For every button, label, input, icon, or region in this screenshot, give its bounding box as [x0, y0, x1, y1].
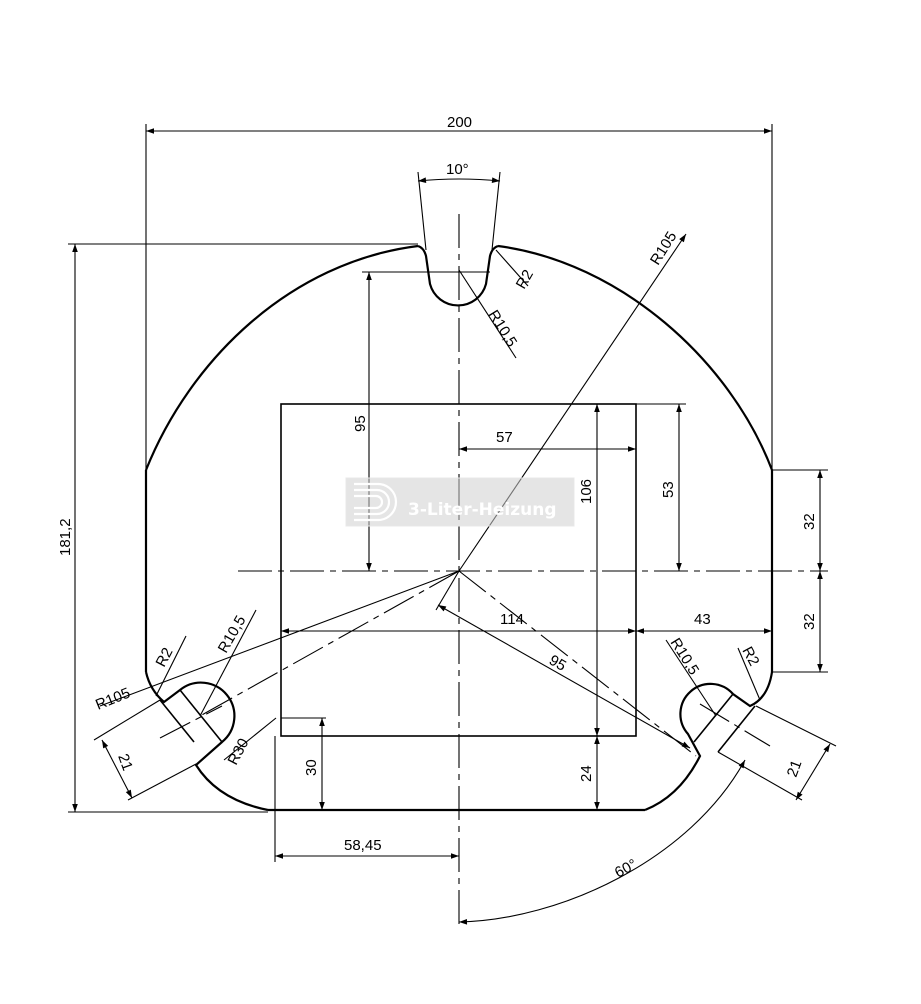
outer-arc-left	[144, 244, 419, 471]
dim-left-notch-radius: R10,5	[215, 613, 250, 656]
right-lower-corner	[644, 671, 774, 812]
dim-left-slot-width: 21	[114, 752, 136, 773]
dim-notch-radius: R10,5	[485, 307, 521, 350]
slot-outlines	[159, 689, 756, 753]
dim-overall-height: 181,2	[57, 518, 74, 556]
dim-notch-depth: 95	[352, 415, 369, 432]
dim-side-flat-top: 32	[801, 513, 818, 530]
left-lower-corner	[144, 671, 269, 812]
dim-outer-radius: R105	[647, 229, 680, 268]
dim-left-corner-radius: R2	[153, 645, 177, 670]
dim-bottom-angle: 60°	[612, 856, 640, 882]
dim-bottom-gap: 24	[578, 765, 595, 782]
dim-side-flat-bottom: 32	[801, 613, 818, 630]
watermark: 3-Liter-Heizung	[345, 477, 575, 527]
dim-inner-half-width: 57	[496, 429, 513, 446]
dim-side-depth: 43	[694, 611, 711, 628]
dim-inner-width: 114	[500, 611, 524, 628]
watermark-text: 3-Liter-Heizung	[408, 500, 557, 520]
dim-notch-angle: 10°	[446, 161, 469, 178]
dim-overall-width: 200	[447, 114, 472, 131]
outer-arc-right	[497, 244, 774, 471]
dim-inner-height: 106	[578, 479, 595, 504]
dim-left-outer-radius: R105	[93, 685, 133, 714]
dim-right-corner-radius: R2	[738, 644, 762, 669]
top-notch	[417, 244, 499, 307]
dim-bottom-offset: 58,45	[344, 837, 382, 854]
dim-diagonal-length: 95	[546, 652, 569, 675]
dim-upper-offset: 53	[660, 481, 677, 498]
dim-notch-corner-radius: R2	[513, 267, 537, 292]
dim-bottom-step: 30	[303, 759, 320, 776]
dim-right-notch-radius: R10,5	[667, 635, 703, 678]
watermark-logo-icon	[354, 482, 398, 522]
dim-right-slot-width: 21	[784, 758, 806, 779]
